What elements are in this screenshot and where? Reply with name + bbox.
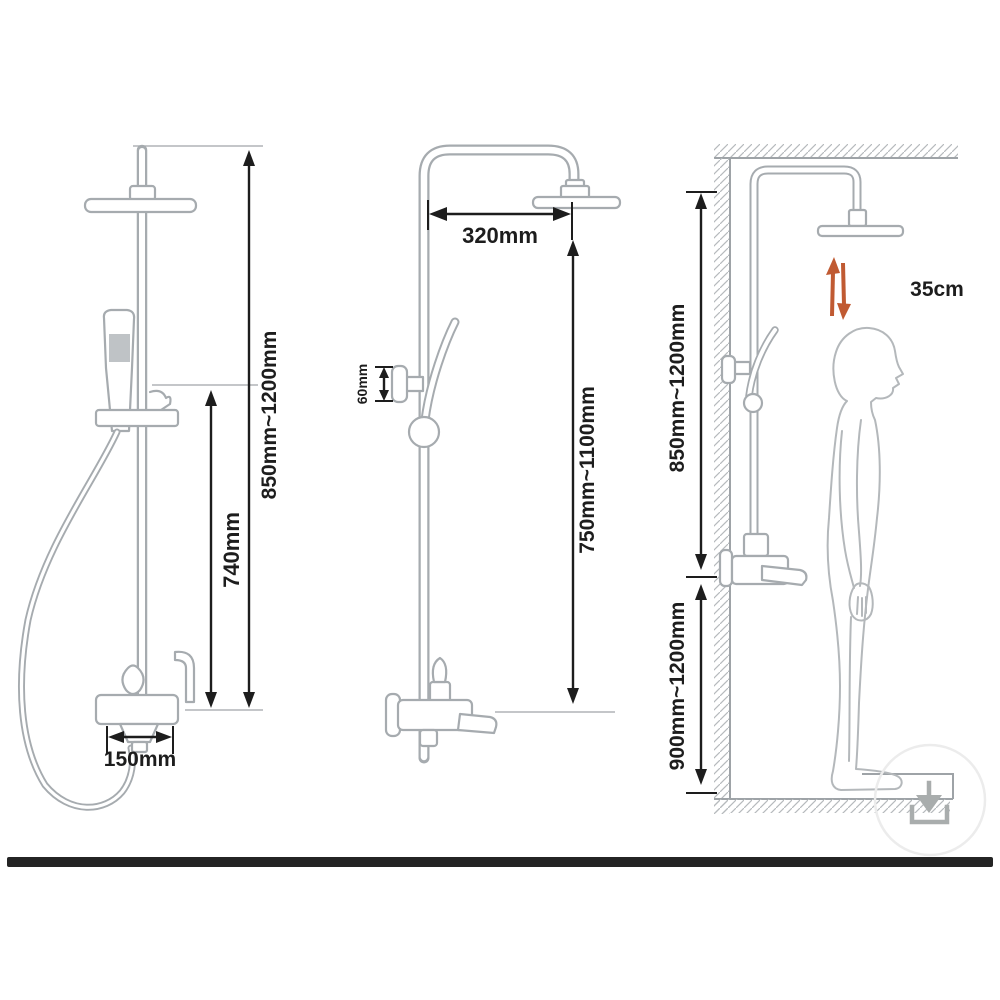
arrowhead-up [695,193,707,209]
valve-lever [760,564,808,587]
arrowhead-up [695,584,707,600]
hose-nut [418,728,439,748]
arrowhead-down [379,390,389,401]
hand-shower-wand-inner [747,328,777,398]
head-clearance-label: 35cm [910,278,964,301]
arrowhead-left [429,207,447,221]
valve-top-detail [742,532,770,558]
download-icon-arrowhead [916,795,942,813]
arrowhead-down [243,692,255,708]
bracket-knob [390,364,409,404]
slide-bracket [94,408,180,428]
hose-nut [130,740,149,754]
front-riser-height-label: 750mm~1100mm [576,386,599,554]
riser-and-gooseneck-inner [420,146,578,761]
wall-hook [173,650,196,704]
spout [456,712,498,735]
head-stem [847,208,868,228]
person-arm-back [838,430,855,589]
slider-holder [407,415,441,449]
front-view-diagram: 320mm 60mm 750mm~1100mm [354,144,622,764]
side-valve-width-label: 150mm [104,748,176,771]
person-hand [848,582,874,622]
download-icon-tray [909,804,950,825]
arrowhead-up [243,150,255,166]
download-icon [909,780,950,825]
front-bracket-spacing-label: 60mm [354,364,370,404]
arrowhead-down [205,692,217,708]
installation-view-diagram: 35cm 850mm~1200mm 900mm~1200mm [666,144,964,814]
red-down-arrowhead [837,303,851,320]
ceiling-hatch [714,144,958,158]
install-upper-height-label: 850mm~1200mm [666,304,689,473]
hand-shower-wand-inner [422,319,458,423]
bracket-clamp [148,389,172,414]
person-outline [826,326,904,791]
arrowhead-up [567,240,579,256]
arrowhead-down [695,769,707,785]
arrowhead-down [695,554,707,570]
download-watermark [873,743,987,857]
shower-hose-inner [19,430,135,809]
diverter-knob [121,664,145,696]
red-up-arrow-shaft [830,271,835,317]
red-down-arrow-shaft [841,262,846,306]
person-fingers [856,596,867,617]
side-overall-height-label: 850mm~1200mm [258,331,281,500]
divider-bar [7,857,993,867]
arrowhead-left [108,731,124,743]
diverter-top [431,656,448,684]
arrowhead-right [156,731,172,743]
valve-left-knob [718,548,734,588]
person-leg-inner [848,616,852,762]
overhead-shower-head [531,195,622,210]
side-handshower-height-label: 740mm [219,512,244,588]
install-lower-height-label: 900mm~1200mm [666,602,689,771]
mixer-valve-body [94,693,180,726]
watermark-circle [873,743,987,857]
valve-underside [118,722,160,744]
wall-hatch [714,158,730,814]
floor-hatch [714,799,950,813]
side-view-diagram: 850mm~1200mm 740mm 150mm [17,144,281,811]
front-head-offset-label: 320mm [462,223,538,248]
arrowhead-up [379,367,389,378]
hand-shower-face [109,334,130,362]
riser-and-gooseneck-inner [751,167,860,558]
bracket-knob [720,354,737,385]
arrowhead-right [553,207,571,221]
clearance-arrows [826,257,851,320]
arrowhead-down [567,688,579,704]
arrowhead-up [205,390,217,406]
red-up-arrowhead [826,257,840,275]
slider-holder [742,392,764,414]
overhead-shower-head [83,197,198,214]
bracket-arm [732,360,752,376]
person-arm-front [855,419,863,587]
overhead-shower-head [816,224,905,238]
